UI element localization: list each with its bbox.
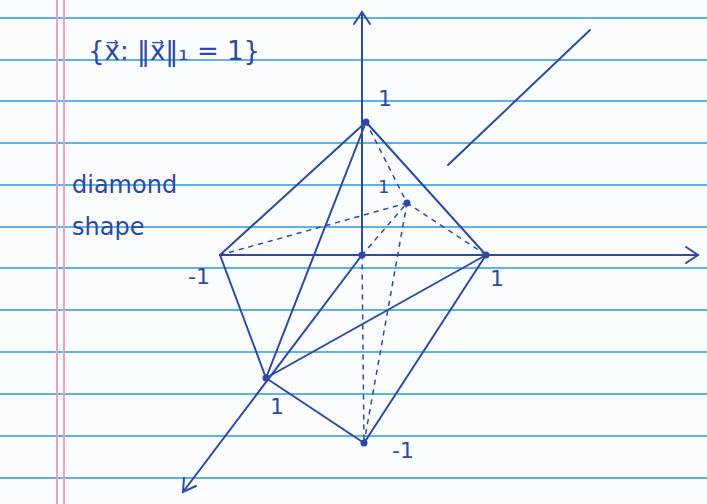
vertex-label: 1 xyxy=(490,266,504,291)
edge xyxy=(266,255,486,378)
y-axis xyxy=(220,254,698,256)
arrowhead xyxy=(183,478,196,492)
vertex-dots xyxy=(263,119,490,447)
arrowhead xyxy=(354,12,370,24)
vertex-label: 1 xyxy=(378,176,389,197)
edge xyxy=(220,255,266,378)
hidden-edges xyxy=(220,122,486,443)
octahedron xyxy=(183,12,698,492)
vertex-label: -1 xyxy=(392,438,414,463)
ruled-lines xyxy=(0,18,707,478)
set-notation: {x⃗: ‖x⃗‖₁ = 1} xyxy=(88,36,260,66)
vertex-label: 1 xyxy=(378,86,392,111)
axis-extension xyxy=(448,30,590,165)
arrowhead xyxy=(686,247,698,263)
vertex-label: 1 xyxy=(270,394,284,419)
edge xyxy=(266,122,366,378)
note-text: diamond shape xyxy=(72,164,172,248)
edge xyxy=(220,122,366,255)
edge xyxy=(364,255,486,443)
vertex-label: -1 xyxy=(188,264,210,289)
margin-lines xyxy=(57,0,64,504)
edge xyxy=(366,122,486,255)
edge xyxy=(266,378,364,443)
